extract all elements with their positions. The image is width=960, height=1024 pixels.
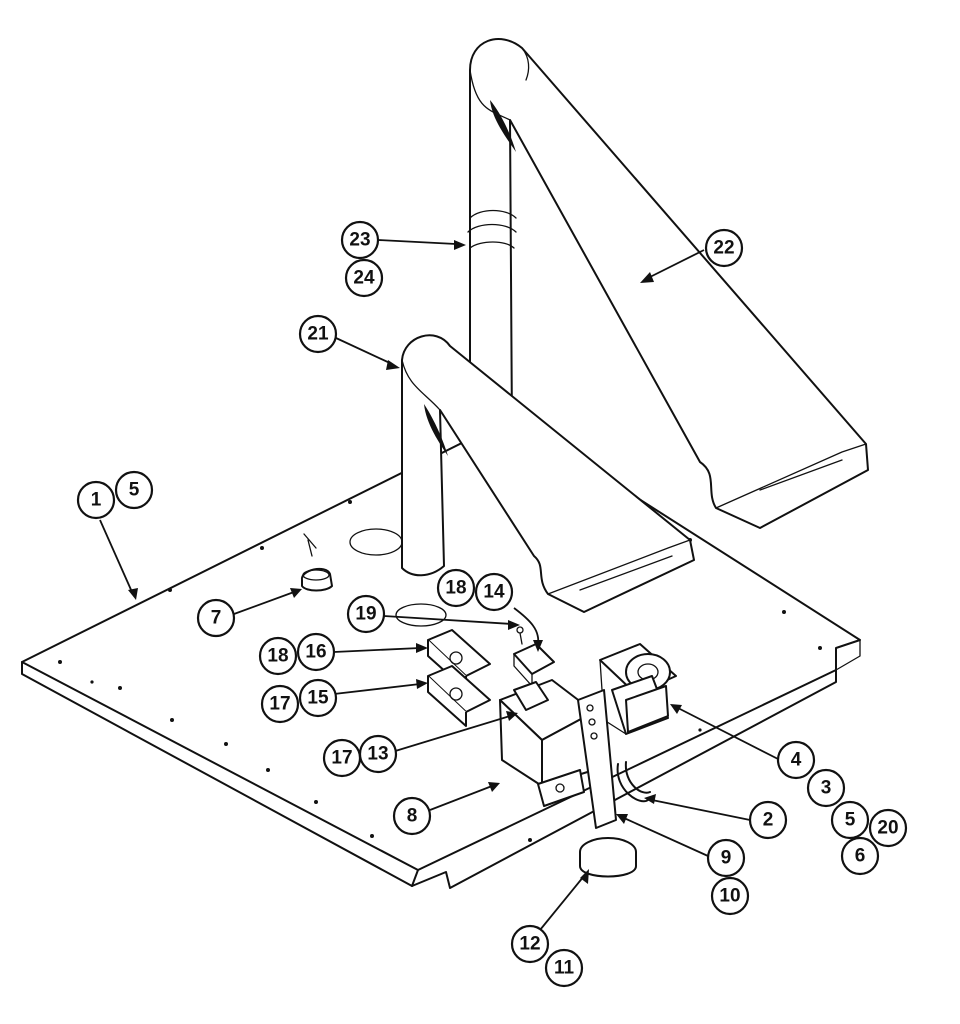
callout-4: 4 <box>776 740 816 780</box>
svg-text:1: 1 <box>91 490 102 511</box>
svg-text:7: 7 <box>211 608 222 629</box>
svg-text:23: 23 <box>349 230 370 251</box>
svg-text:21: 21 <box>307 324 329 345</box>
callout-5: 5 <box>830 800 870 840</box>
svg-text:6: 6 <box>855 846 866 867</box>
callout-18: 18 <box>258 636 298 676</box>
svg-text:17: 17 <box>331 748 352 769</box>
svg-text:18: 18 <box>267 646 288 667</box>
callout-1: 1 <box>76 480 116 520</box>
callout-23: 23 <box>340 220 380 260</box>
part-14-switch <box>513 626 555 687</box>
svg-text:4: 4 <box>791 750 802 771</box>
callout-15: 15 <box>298 678 338 718</box>
callout-5: 5 <box>114 470 154 510</box>
callout-14: 14 <box>474 572 514 612</box>
callout-10: 10 <box>710 876 750 916</box>
callout-21: 21 <box>298 314 338 354</box>
svg-text:12: 12 <box>519 934 540 955</box>
callout-20: 20 <box>868 808 908 848</box>
callout-8: 8 <box>392 796 432 836</box>
callout-2: 2 <box>748 800 788 840</box>
callout-24: 24 <box>344 258 384 298</box>
callout-6: 6 <box>840 836 880 876</box>
svg-text:15: 15 <box>307 688 329 709</box>
callout-19: 19 <box>346 594 386 634</box>
callout-16: 16 <box>296 632 336 672</box>
part-9-handle <box>577 689 637 878</box>
duct-small <box>401 334 695 613</box>
svg-text:17: 17 <box>269 694 290 715</box>
svg-text:14: 14 <box>483 582 505 603</box>
callout-12: 12 <box>510 924 550 964</box>
callout-18: 18 <box>436 568 476 608</box>
part-2-wire <box>616 761 651 803</box>
svg-text:5: 5 <box>845 810 856 831</box>
leader-lines <box>99 239 781 931</box>
svg-text:18: 18 <box>445 578 466 599</box>
part-7-grommet <box>301 533 333 592</box>
svg-text:20: 20 <box>877 818 898 839</box>
svg-text:10: 10 <box>719 886 740 907</box>
callout-22: 22 <box>704 228 744 268</box>
callouts: 1 5 7 18 14 19 18 16 17 15 17 13 8 21 22… <box>76 220 908 988</box>
svg-text:11: 11 <box>554 958 575 979</box>
svg-text:5: 5 <box>129 480 140 501</box>
svg-text:24: 24 <box>353 268 375 289</box>
callout-9: 9 <box>706 838 746 878</box>
callout-3: 3 <box>806 768 846 808</box>
callout-13: 13 <box>358 734 398 774</box>
callout-17: 17 <box>260 684 300 724</box>
duct-large <box>467 38 869 529</box>
svg-text:22: 22 <box>713 238 734 259</box>
callout-17: 17 <box>322 738 362 778</box>
part-4-bracket <box>599 643 677 735</box>
svg-text:2: 2 <box>763 810 774 831</box>
svg-text:13: 13 <box>367 744 388 765</box>
svg-text:16: 16 <box>305 642 326 663</box>
callout-11: 11 <box>544 948 584 988</box>
svg-text:19: 19 <box>355 604 376 625</box>
callout-7: 7 <box>196 598 236 638</box>
svg-text:3: 3 <box>821 778 832 799</box>
svg-text:8: 8 <box>407 806 418 827</box>
svg-text:9: 9 <box>721 848 732 869</box>
switch-stack <box>427 629 491 727</box>
